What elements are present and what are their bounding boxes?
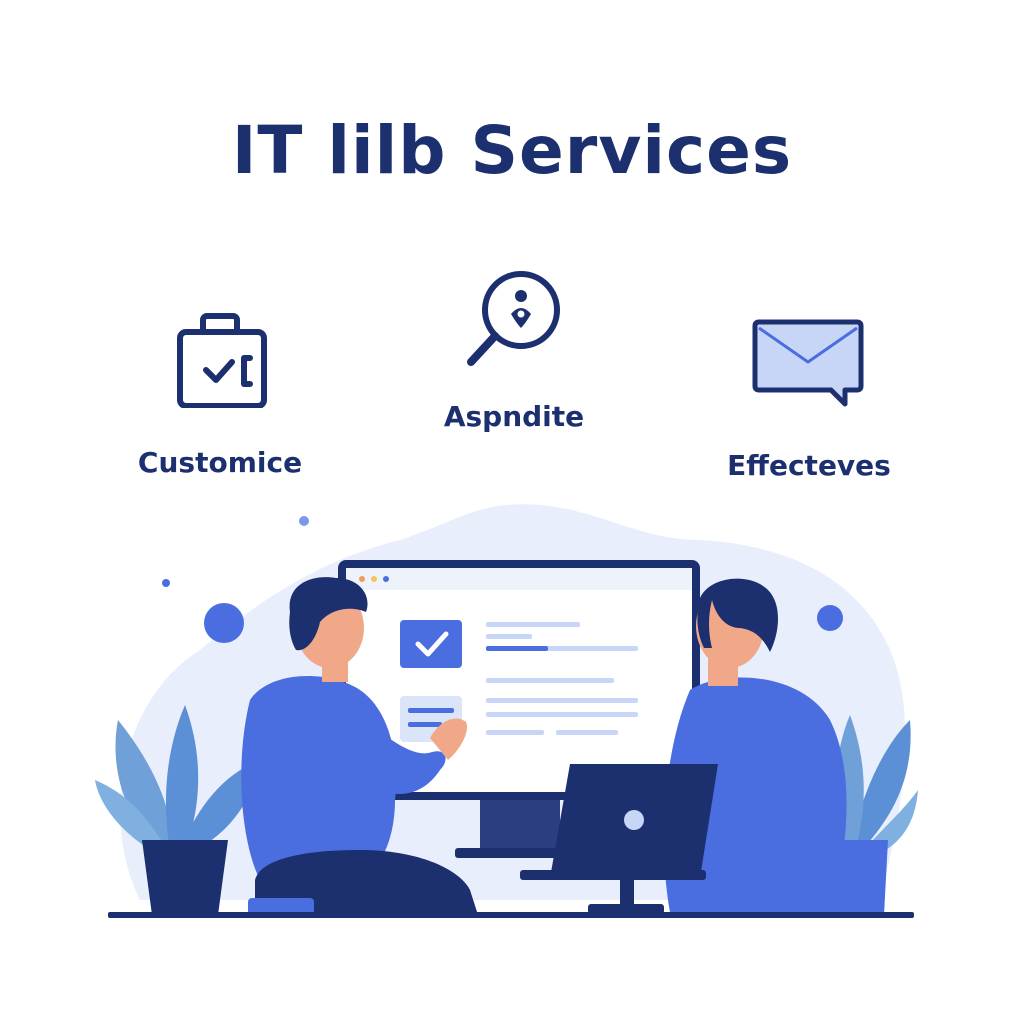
- laptop: [520, 764, 718, 914]
- person-left: [241, 577, 478, 915]
- feature-label: Effecteves: [727, 449, 891, 482]
- plant-left: [95, 705, 262, 915]
- ground-line: [108, 912, 914, 918]
- feature-label: Aspndite: [443, 400, 585, 433]
- feature-customize: Customice: [110, 308, 330, 479]
- decor-dot: [162, 579, 170, 587]
- search-icon: [467, 271, 560, 366]
- feature-label: Customice: [137, 446, 303, 479]
- page-title: IT lilb Services: [231, 112, 793, 189]
- feature-aspndite: Aspndite: [404, 266, 624, 433]
- briefcase-check-icon: [177, 313, 267, 408]
- decor-dot: [817, 605, 843, 631]
- decor-dot: [204, 603, 244, 643]
- envelope-chat-icon: [752, 319, 864, 407]
- decor-dot: [299, 516, 309, 526]
- feature-effectives: Effecteves: [694, 316, 924, 482]
- team-illustration: [95, 504, 918, 918]
- person-right: [664, 578, 847, 912]
